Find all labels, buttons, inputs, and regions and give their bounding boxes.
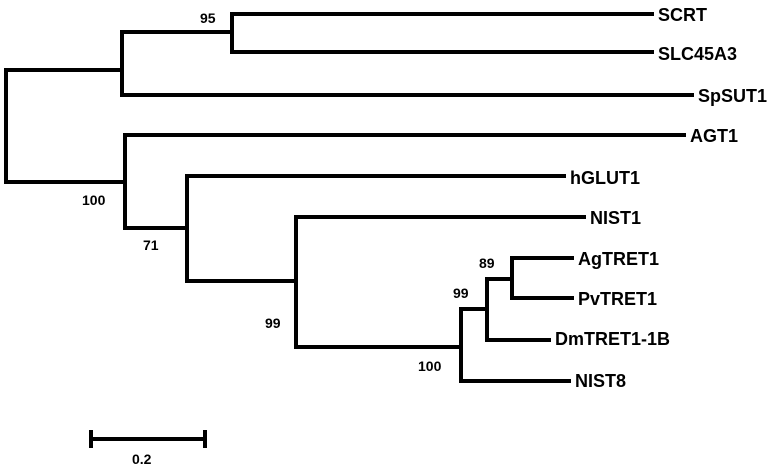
support-value: 100 (82, 192, 106, 208)
support-value: 99 (265, 315, 281, 331)
taxon-label-agtret1: AgTRET1 (578, 249, 659, 269)
taxon-label-pvtret1: PvTRET1 (578, 289, 657, 309)
support-value: 95 (200, 10, 216, 26)
taxon-label-hglut1: hGLUT1 (570, 168, 640, 188)
support-value: 99 (453, 285, 469, 301)
taxon-label-slc45a3: SLC45A3 (658, 44, 737, 64)
taxon-label-dmtret1: DmTRET1-1B (555, 329, 670, 349)
taxon-label-nist1: NIST1 (590, 208, 641, 228)
support-value: 89 (479, 255, 495, 271)
scale-bar: 0.2 (89, 430, 207, 467)
support-value: 100 (418, 358, 442, 374)
support-value: 71 (143, 237, 159, 253)
scale-bar-label: 0.2 (132, 451, 152, 467)
taxon-label-scrt: SCRT (658, 5, 707, 25)
taxon-label-agt1: AGT1 (690, 126, 738, 146)
tree-branches (4, 12, 694, 383)
taxon-label-spsut1: SpSUT1 (698, 86, 767, 106)
taxon-label-nist8: NIST8 (575, 371, 626, 391)
